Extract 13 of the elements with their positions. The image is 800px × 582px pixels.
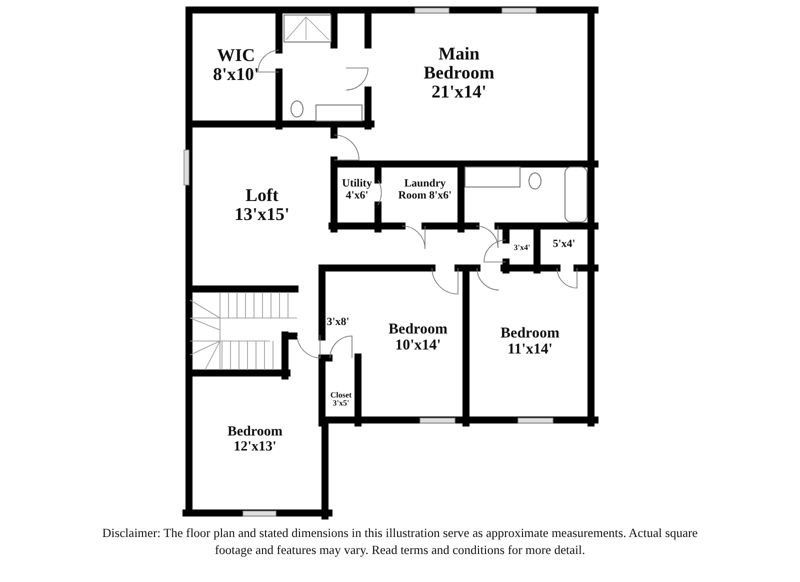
room-label: Loft 13'x15' xyxy=(233,186,290,224)
room-label: Bedroom 12'x13' xyxy=(226,425,284,455)
room-label: Bedroom 10'x14' xyxy=(388,322,448,354)
room-label: Bedroom 11'x14' xyxy=(500,326,560,358)
room-label: Main Bedroom 21'x14' xyxy=(422,44,496,102)
room-label: 3'x4' xyxy=(512,244,532,252)
room-label: Closet 3'x5' xyxy=(329,392,353,408)
room-label: 5'x4' xyxy=(552,239,576,251)
room-label: 3'x8' xyxy=(326,317,350,329)
room-label: WIC 8'x10' xyxy=(212,46,260,84)
room-label: Utility 4'x6' xyxy=(341,178,373,202)
room-label: Laundry Room 8'x6' xyxy=(397,178,453,202)
disclaimer-note: Disclaimer: The floor plan and stated dimensions in this illustration serve as approximate measurements. Actual square footage and features may vary. Read terms and conditions for more detail. xyxy=(101,525,699,559)
